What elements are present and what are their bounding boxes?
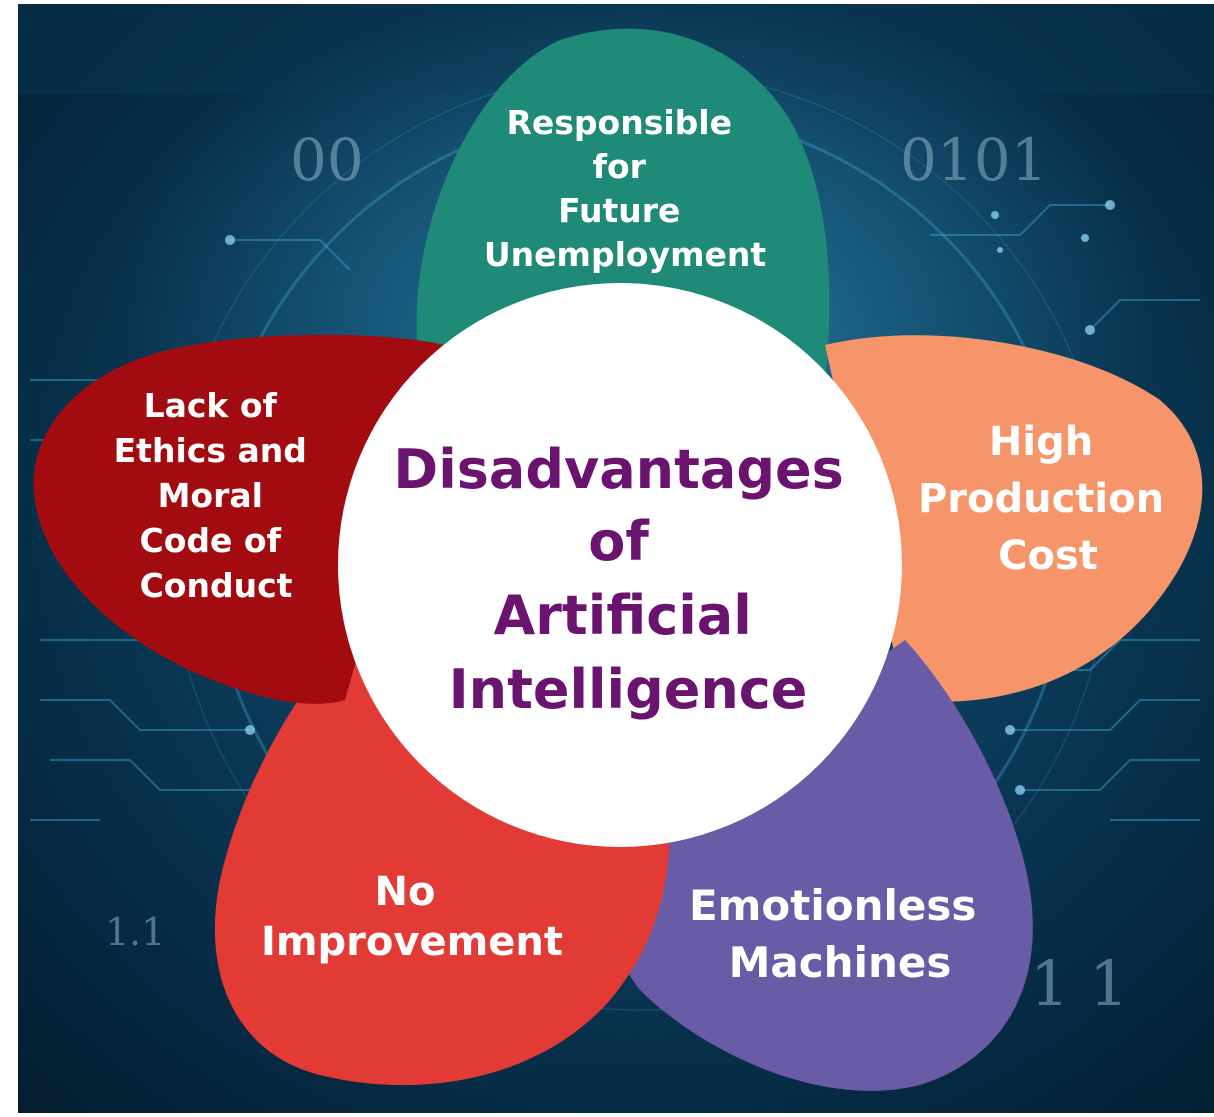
petal-no-improvement-label: No Improvement (261, 869, 563, 965)
deco-number-1: 00 (290, 126, 364, 194)
petal-emotionless-line-2: Machines (729, 938, 952, 987)
petal-emotionless-shape (613, 640, 1033, 1091)
petal-ethics-line-4: Code of (140, 521, 282, 560)
petal-unemployment-line-2: for (593, 147, 647, 186)
petal-no-improvement (214, 640, 670, 1086)
petal-ethics-line-3: Moral (158, 476, 263, 515)
petal-ethics-line-5: Conduct (140, 566, 293, 605)
petal-production-cost-line-2: Production (918, 476, 1164, 522)
center-title-line-3: Artificial (493, 584, 751, 647)
petal-emotionless-line-1: Emotionless (689, 881, 976, 930)
petal-unemployment-label: Responsible for Future Unemployment (484, 103, 766, 274)
petal-unemployment-line-4: Unemployment (484, 235, 766, 274)
center-title: Disadvantages of Artificial Intelligence (393, 438, 862, 721)
petal-ethics-line-1: Lack of (144, 386, 278, 425)
center-title-line-2: of (588, 510, 649, 573)
petal-production-cost-line-3: Cost (998, 533, 1098, 579)
petal-ethics-label: Lack of Ethics and Moral Code of Conduct (114, 386, 319, 605)
petal-unemployment-shape (416, 28, 830, 380)
petal-no-improvement-line-1: No (375, 869, 436, 915)
deco-number-4: 1 1 (1030, 947, 1129, 1020)
petal-production-cost-shape (825, 335, 1203, 702)
center-title-line-1: Disadvantages (393, 438, 843, 501)
petal-production-cost (825, 335, 1203, 702)
petal-ethics-line-2: Ethics and (114, 431, 307, 470)
petal-unemployment (416, 28, 830, 380)
petal-no-improvement-line-2: Improvement (261, 919, 563, 965)
center-circle (338, 283, 902, 847)
petal-emotionless (613, 640, 1033, 1091)
petal-production-cost-label: High Production Cost (918, 419, 1178, 579)
petal-production-cost-line-1: High (989, 419, 1093, 465)
petal-no-improvement-shape (214, 640, 670, 1086)
petal-emotionless-label: Emotionless Machines (689, 881, 991, 987)
center-title-line-4: Intelligence (449, 658, 808, 721)
petal-unemployment-line-3: Future (558, 191, 680, 230)
deco-number-3: 1.1 (105, 910, 165, 954)
deco-number-2: 0101 (900, 126, 1048, 194)
petal-unemployment-line-1: Responsible (507, 103, 733, 142)
